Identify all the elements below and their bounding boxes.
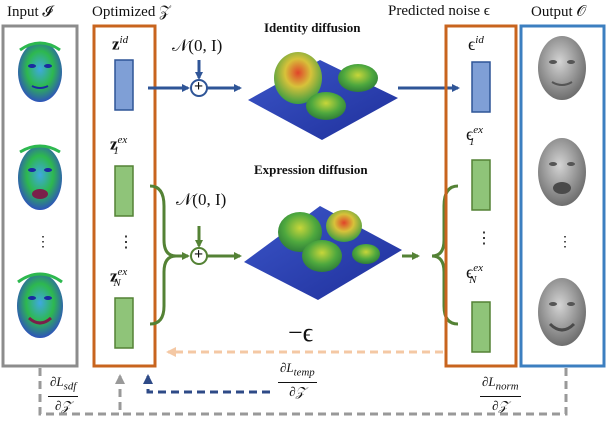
norm-gradient-label: ∂Lnorm ∂𝒵 <box>480 374 521 413</box>
output-face-2 <box>538 138 586 206</box>
gaussian-bottom-label: 𝒩(0, I) <box>176 190 227 209</box>
output-face-3 <box>538 278 586 346</box>
eps-dots: ⋮ <box>476 230 492 247</box>
z-ex1-bar <box>114 165 134 217</box>
z-id-label: zid <box>112 34 129 54</box>
z-dots: ⋮ <box>118 234 134 251</box>
sdf-gradient-arrow <box>38 368 125 416</box>
input-face-2 <box>18 144 62 210</box>
identity-diffusion-title: Identity diffusion <box>264 20 361 35</box>
eps-id-bar <box>471 61 491 113</box>
eps-exn-bar <box>471 301 491 353</box>
input-dots: ⋮ <box>36 235 50 250</box>
optimized-header: Optimized 𝒵 <box>92 4 171 20</box>
temp-gradient-label: ∂Ltemp ∂𝒵 <box>278 360 317 399</box>
z-exn-bar <box>114 297 134 349</box>
norm-gradient-arrow <box>120 368 568 416</box>
output-face-1 <box>538 36 586 100</box>
input-column-box <box>1 24 79 368</box>
predicted-noise-box <box>444 24 518 368</box>
z-ex1-label: zex1 <box>110 134 128 158</box>
z-id-bar <box>114 59 134 111</box>
plus-top: + <box>194 78 204 95</box>
plus-bottom: + <box>194 246 204 263</box>
input-face-3 <box>17 272 63 338</box>
optimized-latent-box <box>92 24 157 368</box>
input-face-1 <box>18 41 62 102</box>
sdf-gradient-label: ∂Lsdf ∂𝒵 <box>48 374 79 413</box>
output-dots: ⋮ <box>558 235 572 250</box>
eps-ex1-label: ϵex1 <box>466 124 484 148</box>
gaussian-top-label: 𝒩(0, I) <box>172 36 223 55</box>
identity-diffusion-surface <box>248 52 398 140</box>
output-column-box <box>519 24 606 368</box>
output-header: Output 𝒪 <box>531 4 586 20</box>
expression-diffusion-title: Expression diffusion <box>254 162 368 177</box>
z-exn-label: zexN <box>110 266 128 290</box>
predicted-noise-header: Predicted noise ϵ <box>388 3 490 19</box>
temp-gradient-arrow <box>143 374 270 394</box>
eps-ex1-bar <box>471 159 491 211</box>
eps-exn-label: ϵexN <box>466 262 484 286</box>
eps-id-label: ϵid <box>468 34 484 54</box>
input-header: Input 𝓘 <box>7 4 53 20</box>
expression-diffusion-surface <box>244 206 402 300</box>
neg-eps-label: −ϵ <box>288 318 314 347</box>
